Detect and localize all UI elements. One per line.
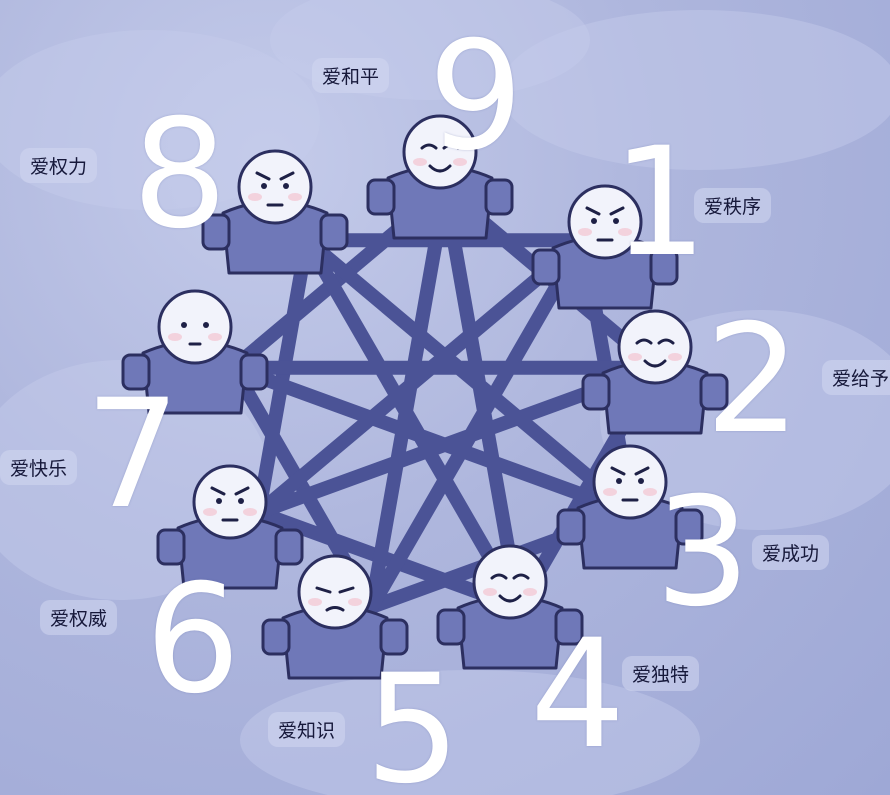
figure-arm-right (486, 180, 512, 214)
figure-cheek (603, 488, 617, 496)
figure-cheek (413, 158, 427, 166)
figure-eye (261, 183, 267, 189)
figure-eye (203, 322, 209, 328)
figure-cheek (248, 193, 262, 201)
type-number-4: 4 (530, 620, 625, 770)
figure-head (619, 311, 691, 383)
figure-eye (181, 322, 187, 328)
type-number-9: 9 (428, 22, 523, 172)
figure-cheek (243, 508, 257, 516)
figure-cheek (288, 193, 302, 201)
figure-eye (238, 498, 244, 504)
type-label-7: 爱快乐 (0, 450, 77, 485)
figure-cheek (668, 353, 682, 361)
figure-cheek (168, 333, 182, 341)
type-label-3: 爱成功 (752, 535, 829, 570)
figure-cheek (483, 588, 497, 596)
figure-eye (591, 218, 597, 224)
figure-cheek (308, 598, 322, 606)
figure-arm-left (263, 620, 289, 654)
figure-cheek (578, 228, 592, 236)
figure-cheek (523, 588, 537, 596)
figure-arm-left (368, 180, 394, 214)
figure-cheek (208, 333, 222, 341)
figure-eye (216, 498, 222, 504)
figure-arm-right (276, 530, 302, 564)
type-number-5: 5 (365, 655, 460, 795)
figure-head (239, 151, 311, 223)
type-number-8: 8 (132, 100, 227, 250)
type-label-8: 爱权力 (20, 148, 97, 183)
figure-arm-left (533, 250, 559, 284)
type-label-1: 爱秩序 (694, 188, 771, 223)
figure-arm-right (321, 215, 347, 249)
type-number-2: 2 (705, 305, 800, 455)
figure-head (299, 556, 371, 628)
type-number-6: 6 (145, 565, 240, 715)
figure-cheek (628, 353, 642, 361)
figure-head (194, 466, 266, 538)
type-label-6: 爱权威 (40, 600, 117, 635)
figure-arm-right (241, 355, 267, 389)
figure-cheek (203, 508, 217, 516)
figure-arm-left (583, 375, 609, 409)
figure-eye (616, 478, 622, 484)
figure-cheek (348, 598, 362, 606)
type-label-4: 爱独特 (622, 656, 699, 691)
figure-head (159, 291, 231, 363)
type-label-5: 爱知识 (268, 712, 345, 747)
type-number-7: 7 (85, 380, 180, 530)
type-number-3: 3 (655, 478, 750, 628)
type-label-9: 爱和平 (312, 58, 389, 93)
type-label-2: 爱给予 (822, 360, 890, 395)
figure-arm-left (438, 610, 464, 644)
figure-eye (283, 183, 289, 189)
figure-arm-left (558, 510, 584, 544)
figure-eye (638, 478, 644, 484)
